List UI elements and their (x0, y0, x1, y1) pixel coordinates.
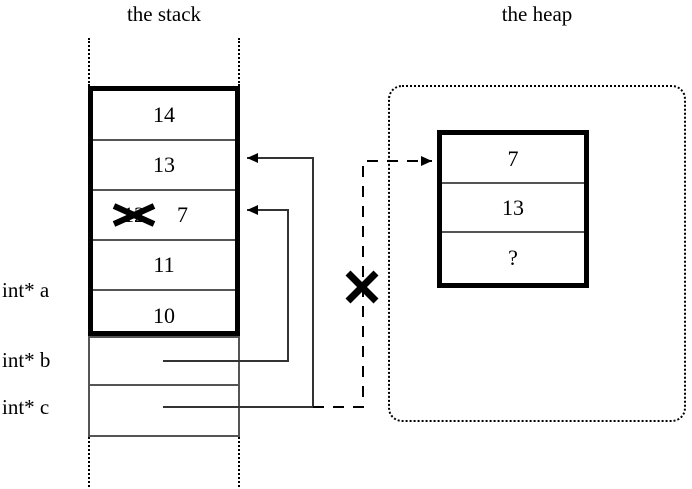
heap-cell-0-value: 7 (507, 145, 519, 171)
stack-dotted-line-bottom-left (88, 437, 90, 487)
heap-cell-0: 7 (442, 135, 584, 184)
stack-cell-3: 11 (93, 241, 235, 291)
heap-cell-2-value: ? (508, 245, 518, 270)
heap-title: the heap (501, 2, 573, 26)
stack-frame: 14 13 12 7 11 10 (88, 86, 240, 336)
strikethrough-cross-icon (112, 203, 156, 227)
invalidated-pointer-cross-icon (345, 270, 379, 304)
variable-label-a: int* a (2, 278, 50, 302)
stack-cell-1-value: 13 (153, 152, 175, 177)
stack-dotted-line-top-left (88, 38, 90, 86)
stack-title: the stack (126, 2, 202, 26)
stack-dotted-line-top-right (238, 38, 240, 86)
stack-dotted-line-bottom-right (238, 437, 240, 487)
stack-cell-1: 13 (93, 141, 235, 191)
stack-cell-3-value: 11 (153, 252, 175, 277)
stack-cell-0-value: 14 (153, 102, 175, 127)
heap-cell-1: 13 (442, 184, 584, 233)
variable-label-b: int* b (2, 348, 51, 372)
heap-cell-1-value: 13 (502, 194, 524, 220)
stack-cell-4: 10 (93, 291, 235, 341)
stack-cell-2-value: 7 (177, 202, 188, 227)
stack-cell-2: 12 7 (93, 191, 235, 241)
variable-label-c: int* c (2, 395, 50, 419)
heap-block: 7 13 ? (437, 130, 589, 288)
heap-cell-2: ? (442, 233, 584, 283)
stack-slot-b (88, 336, 240, 386)
stack-cell-2-old-value-group: 12 (111, 202, 157, 228)
stack-cell-0: 14 (93, 91, 235, 141)
stack-slot-c (88, 386, 240, 437)
stack-cell-4-value: 10 (153, 303, 175, 328)
